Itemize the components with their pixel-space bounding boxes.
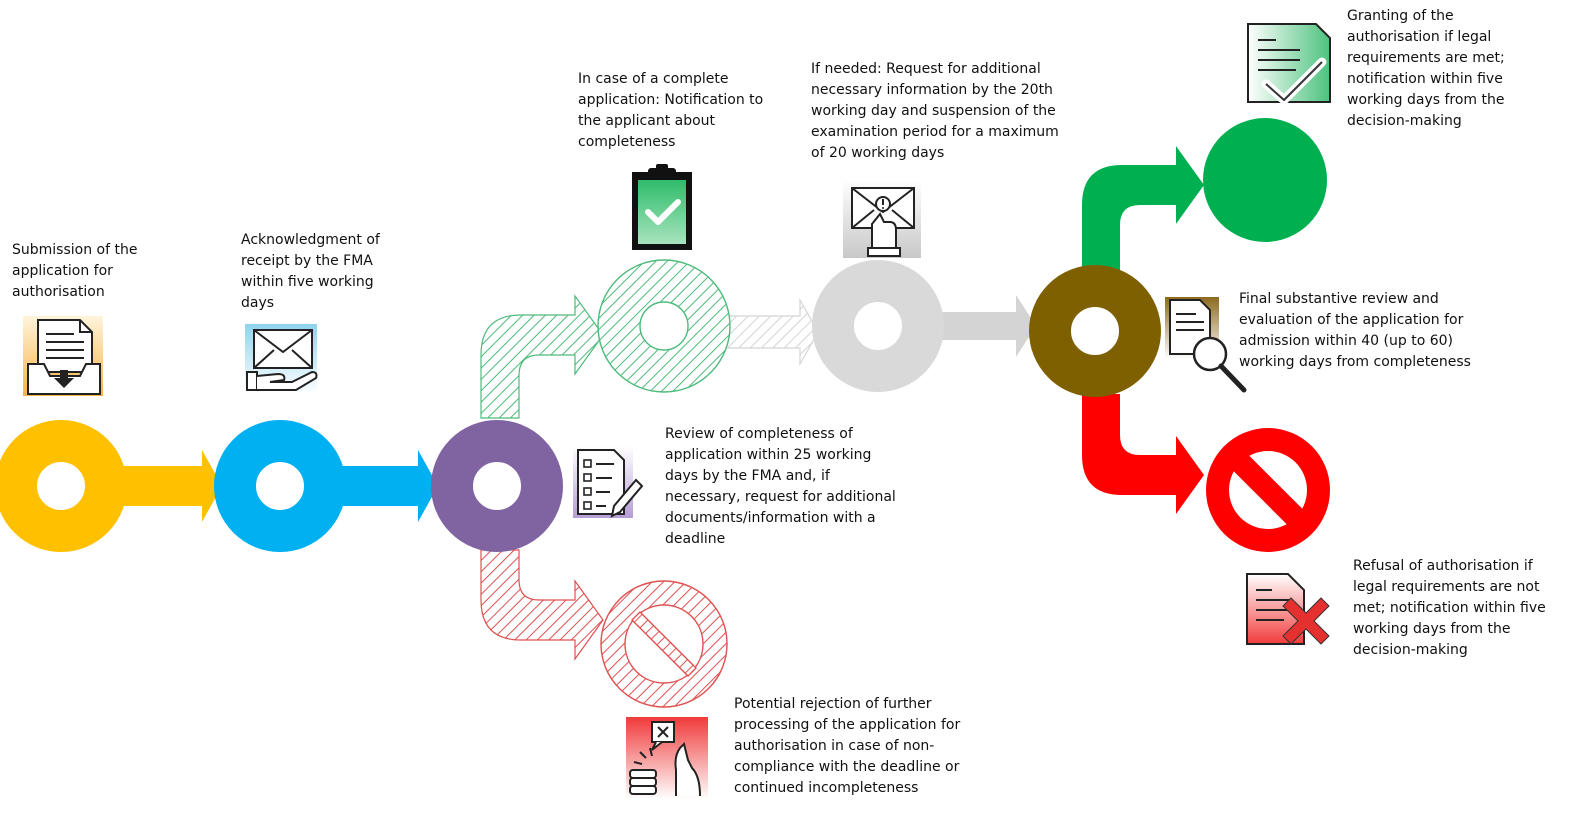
inbox-tray-document-icon bbox=[23, 316, 103, 396]
refusal-node bbox=[1206, 428, 1330, 552]
additional-info-label: If needed: Request for additional necess… bbox=[811, 61, 1059, 161]
acknowledgment-label: Acknowledgment of receipt by the FMA wit… bbox=[241, 232, 380, 311]
arrow-submission-to-acknowledgment bbox=[98, 450, 222, 522]
envelope-on-hand-icon bbox=[245, 324, 318, 394]
refusal-label: Refusal of authorisation if legal requir… bbox=[1353, 558, 1546, 658]
arrow-final-review-to-refusal bbox=[1082, 394, 1204, 514]
document-magnifier-icon bbox=[1165, 297, 1247, 393]
completeness-notice-label: In case of a complete application: Notif… bbox=[578, 71, 764, 150]
rejection-label: Potential rejection of further processin… bbox=[734, 696, 961, 796]
granting-label: Granting of the authorisation if legal r… bbox=[1347, 8, 1505, 129]
arrow-additional-info-to-final-review bbox=[930, 295, 1036, 357]
completeness-review-node bbox=[431, 420, 563, 552]
additional-info-node bbox=[812, 260, 944, 392]
envelope-alert-hand-icon bbox=[843, 180, 921, 258]
document-check-icon bbox=[1247, 23, 1331, 105]
completeness-review-label: Review of completeness of application wi… bbox=[665, 426, 896, 547]
stop-hand-icon bbox=[626, 717, 708, 799]
completeness-notice-node bbox=[597, 259, 731, 393]
checklist-pen-icon bbox=[573, 446, 644, 518]
clipboard-check-icon bbox=[632, 164, 692, 250]
acknowledgment-node bbox=[214, 420, 346, 552]
submission-label: Submission of the application for author… bbox=[12, 242, 138, 300]
submission-node bbox=[0, 420, 127, 552]
final-review-label: Final substantive review and evaluation … bbox=[1239, 291, 1471, 370]
arrow-acknowledgment-to-review bbox=[318, 450, 438, 522]
hatched-arrow-completeness-to-additional-info bbox=[725, 297, 819, 367]
document-cross-icon bbox=[1246, 573, 1330, 645]
rejection-node bbox=[600, 580, 728, 708]
arrow-final-review-to-granting bbox=[1082, 146, 1204, 270]
hatched-arrow-review-to-completeness bbox=[480, 294, 604, 419]
hatched-arrow-review-to-rejection bbox=[480, 549, 604, 661]
granting-node bbox=[1203, 118, 1327, 242]
final-review-node bbox=[1029, 265, 1161, 397]
